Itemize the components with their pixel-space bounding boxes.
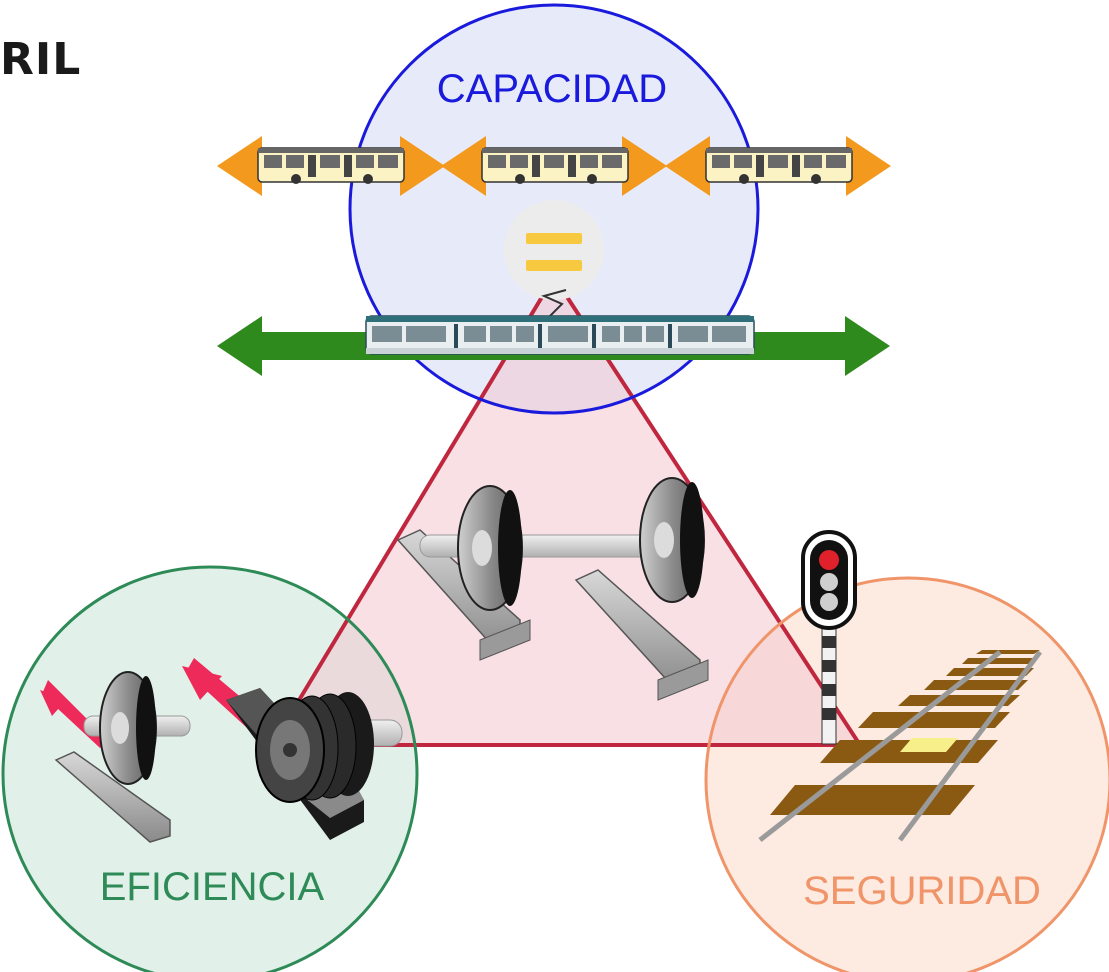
railway-signal-icon	[801, 530, 857, 745]
eficiencia-illustration	[40, 658, 403, 843]
seguridad-label: SEGURIDAD	[803, 869, 1041, 913]
equals-sign-icon	[504, 200, 604, 300]
capacidad-label: CAPACIDAD	[437, 67, 667, 111]
railway-track-icon	[758, 650, 1043, 842]
slide-title-fragment: RIL	[0, 34, 82, 85]
concept-triangle	[270, 275, 862, 747]
bus-icon	[705, 147, 853, 184]
tram-lane	[217, 289, 890, 376]
bus-icon	[481, 147, 629, 184]
tram-icon	[365, 289, 755, 355]
bus-lane	[217, 136, 891, 196]
wheelset-on-rail-icon	[396, 477, 709, 701]
eficiencia-label: EFICIENCIA	[100, 865, 325, 909]
eficiencia-circle	[3, 567, 417, 972]
bus-icon	[257, 147, 405, 184]
